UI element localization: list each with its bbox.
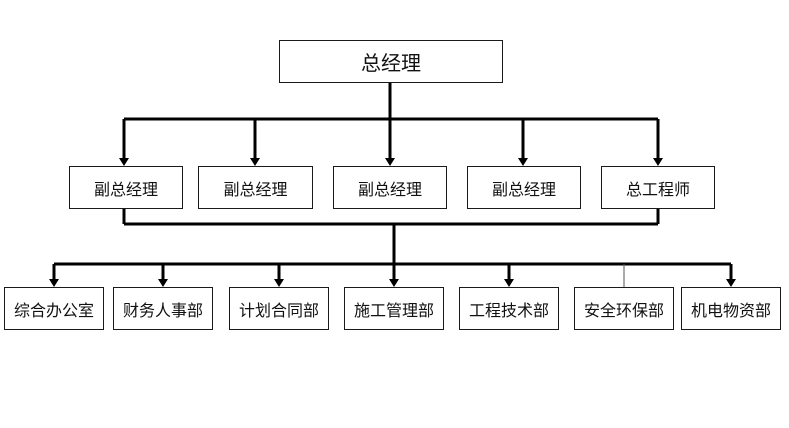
deputy-node-4: 副总经理 xyxy=(467,166,581,209)
deputy-arrow xyxy=(385,158,395,166)
dept-arrow xyxy=(158,279,168,287)
dept-arrow xyxy=(504,279,514,287)
dept-node-3: 计划合同部 xyxy=(229,287,329,330)
deputy-arrow xyxy=(653,158,663,166)
dept-arrow xyxy=(274,279,284,287)
deputy-node-1: 副总经理 xyxy=(69,166,183,209)
root-node: 总经理 xyxy=(279,40,503,83)
deputy-arrow xyxy=(250,158,260,166)
dept-node-6: 安全环保部 xyxy=(574,287,674,330)
dept-arrow xyxy=(726,279,736,287)
deputy-node-3: 副总经理 xyxy=(333,166,447,209)
dept-node-1: 综合办公室 xyxy=(4,287,104,330)
chief-engineer-node: 总工程师 xyxy=(601,166,715,209)
dept-node-5: 工程技术部 xyxy=(459,287,559,330)
dept-arrow xyxy=(389,279,399,287)
deputy-node-2: 副总经理 xyxy=(198,166,313,209)
dept-arrow xyxy=(49,279,59,287)
dept-node-4: 施工管理部 xyxy=(344,287,444,330)
deputy-arrow xyxy=(518,158,528,166)
deputy-arrow xyxy=(119,158,129,166)
dept-node-7: 机电物资部 xyxy=(681,287,781,330)
dept-node-2: 财务人事部 xyxy=(113,287,213,330)
